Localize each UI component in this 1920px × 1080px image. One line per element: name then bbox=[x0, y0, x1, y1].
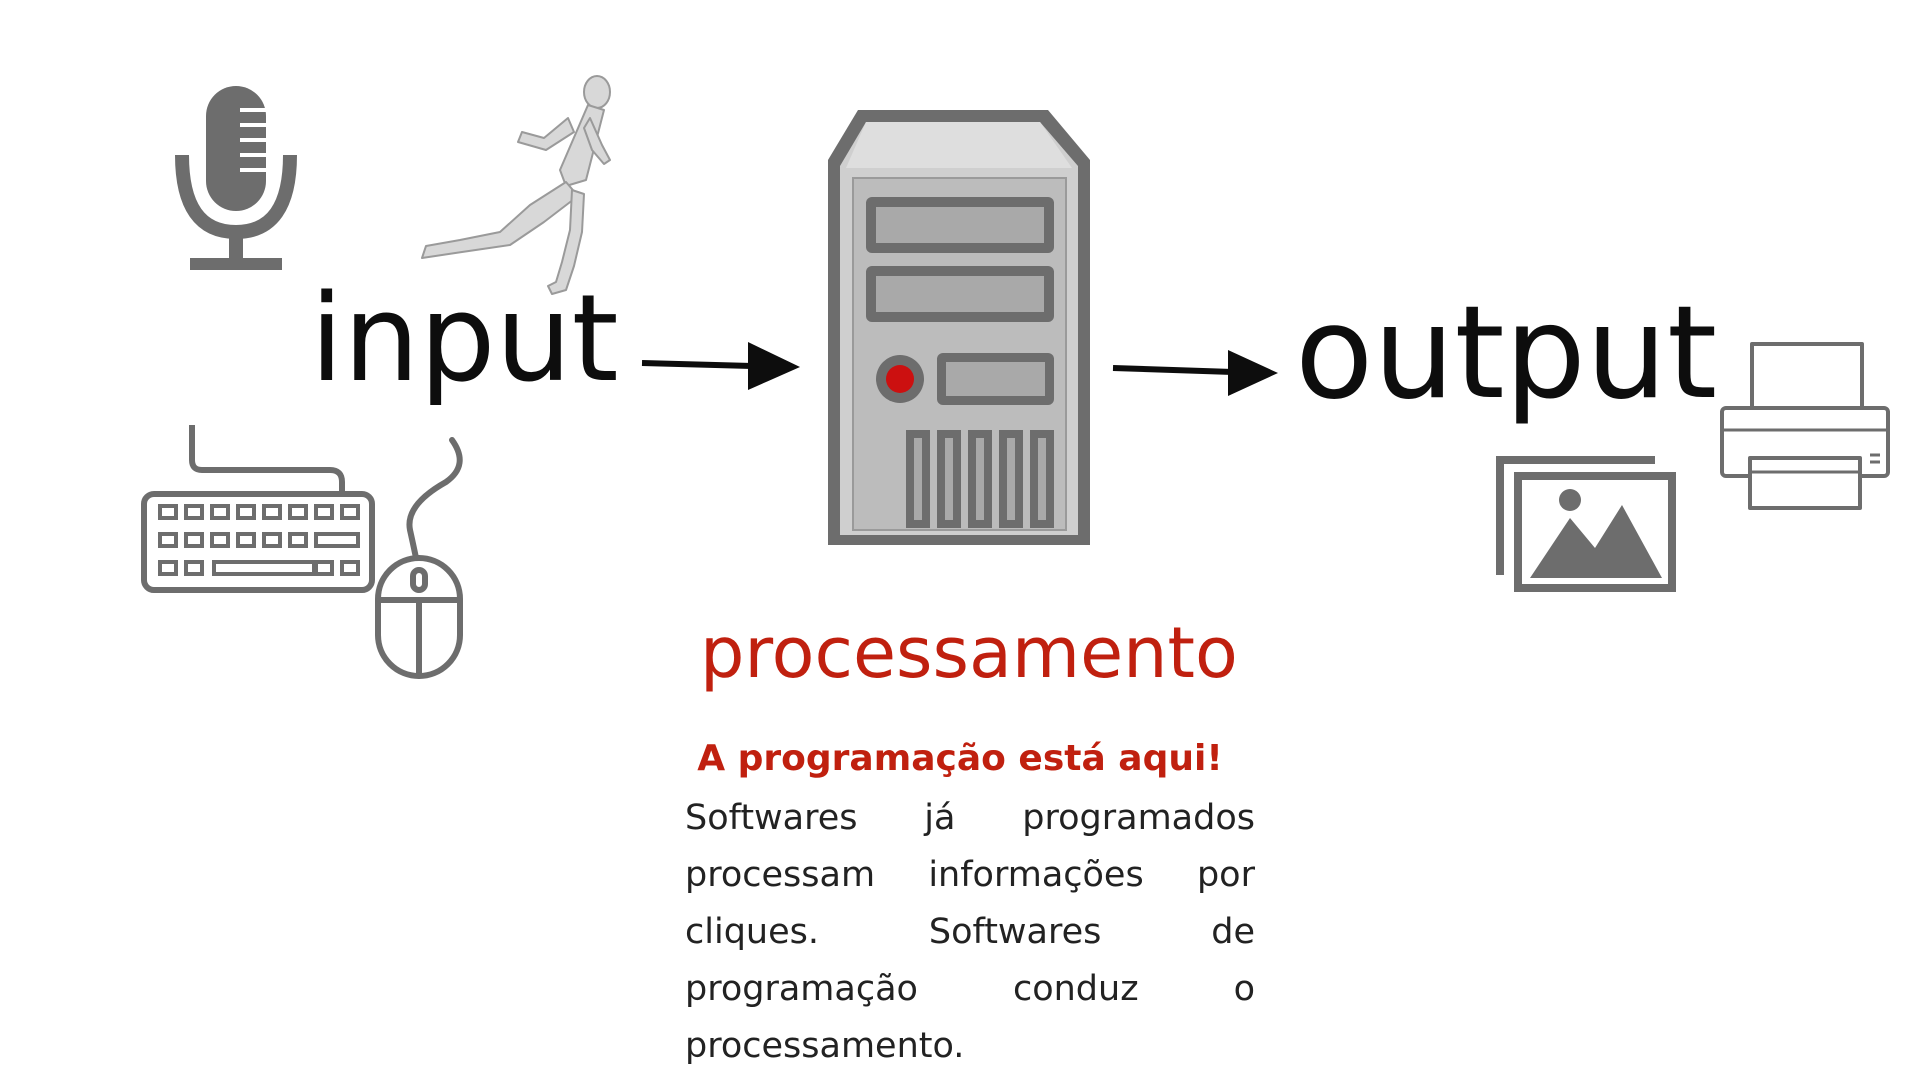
input-label: input bbox=[310, 270, 619, 409]
processing-to-output-arrow bbox=[1112, 350, 1278, 396]
subtitle: A programação está aqui! bbox=[697, 738, 1223, 779]
input-to-processing-arrow bbox=[641, 342, 800, 390]
output-label: output bbox=[1295, 279, 1718, 428]
processing-label: processamento bbox=[700, 612, 1238, 694]
description-text: Softwares já programados processam infor… bbox=[685, 798, 1255, 1066]
